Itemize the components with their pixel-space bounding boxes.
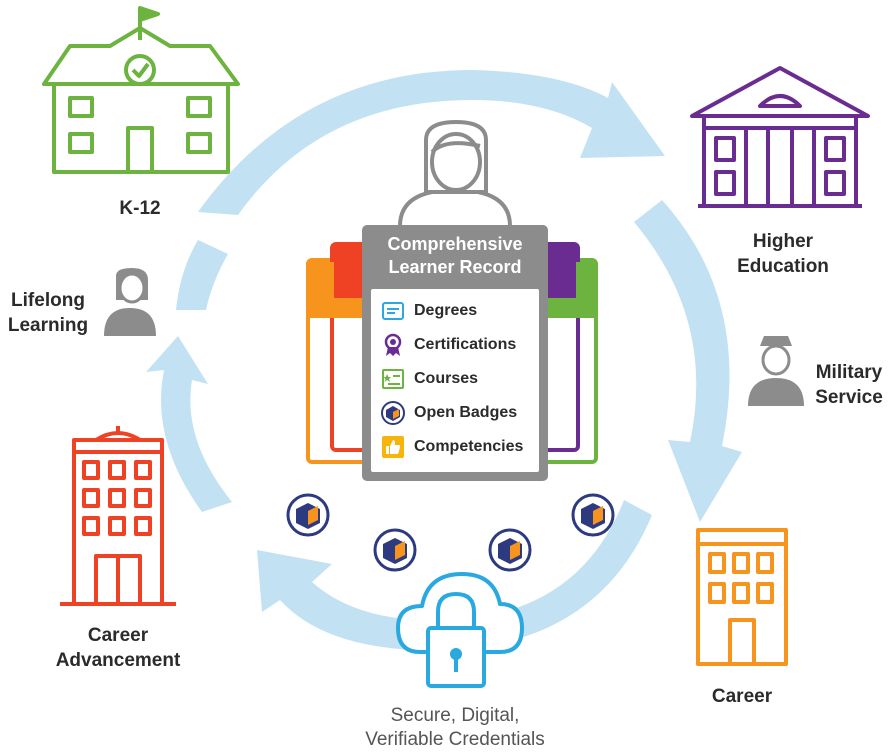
- label-k12: K-12: [119, 198, 161, 219]
- card-title: Comprehensive Learner Record: [362, 233, 548, 279]
- list-item-open-badges: Open Badges: [381, 400, 517, 426]
- label-line: Advancement: [55, 650, 181, 671]
- k12-school-icon: [42, 6, 240, 174]
- open-badge-icon: [286, 493, 330, 537]
- card-title-line1: Comprehensive: [387, 234, 523, 254]
- card-item-list: Degrees Certifications Courses: [371, 289, 539, 472]
- secure-cloud-lock-icon: [396, 572, 524, 688]
- label-line: Lifelong: [11, 290, 85, 311]
- list-item-label: Certifications: [414, 336, 517, 353]
- lifelong-learner-person-icon: [104, 268, 156, 336]
- list-item-label: Open Badges: [414, 404, 518, 421]
- certification-ribbon-icon: [384, 333, 402, 356]
- higher-education-building-icon: [690, 66, 870, 208]
- card-title-line2: Learner Record: [388, 257, 522, 277]
- label-line: Career: [87, 625, 149, 646]
- open-badge-icon: [488, 528, 532, 572]
- arrow-lifelong-to-k12: [176, 240, 228, 310]
- list-item-courses: Courses: [381, 366, 478, 392]
- arrow-advancement-to-lifelong: [146, 336, 232, 512]
- arrow-higher-ed-to-career: [634, 200, 742, 522]
- credentials-caption: Secure, Digital, Verifiable Credentials: [340, 704, 570, 752]
- credential-badges: [286, 493, 615, 572]
- open-badge-icon: [381, 401, 405, 425]
- open-badge-icon: [373, 528, 417, 572]
- list-item-certifications: Certifications: [381, 332, 516, 358]
- list-item-degrees: Degrees: [381, 298, 477, 324]
- caption-line: Secure, Digital,: [390, 705, 520, 726]
- label-line: Service: [815, 387, 883, 408]
- label-military-service: Military Service: [806, 360, 892, 410]
- label-career-advancement: Career Advancement: [40, 623, 196, 673]
- label-higher-education: Higher Education: [728, 229, 838, 279]
- career-advancement-building-icon: [60, 426, 176, 606]
- learner-record-card: Comprehensive Learner Record Degrees Cer…: [362, 225, 548, 481]
- military-service-person-icon: [748, 336, 804, 406]
- cycle-arrows: [146, 70, 742, 651]
- label-lifelong-learning: Lifelong Learning: [0, 288, 96, 338]
- label-line: Education: [737, 256, 829, 277]
- list-item-competencies: Competencies: [381, 434, 523, 460]
- arrow-k12-to-higher-ed: [198, 70, 665, 215]
- caption-line: Verifiable Credentials: [365, 729, 545, 750]
- career-building-icon: [696, 528, 788, 666]
- thumbs-up-icon: [382, 436, 404, 458]
- label-line: Higher: [752, 231, 814, 252]
- course-certificate-icon: [382, 369, 404, 389]
- list-item-label: Courses: [414, 370, 479, 387]
- arrow-career-to-advancement: [257, 500, 652, 651]
- label-career: Career: [711, 686, 773, 707]
- label-line: Military: [815, 362, 883, 383]
- label-line: Learning: [7, 315, 89, 336]
- open-badge-icon: [571, 493, 615, 537]
- central-learner-person-icon: [398, 119, 512, 227]
- list-item-label: Competencies: [414, 438, 524, 455]
- degree-icon: [382, 302, 404, 320]
- list-item-label: Degrees: [414, 302, 478, 319]
